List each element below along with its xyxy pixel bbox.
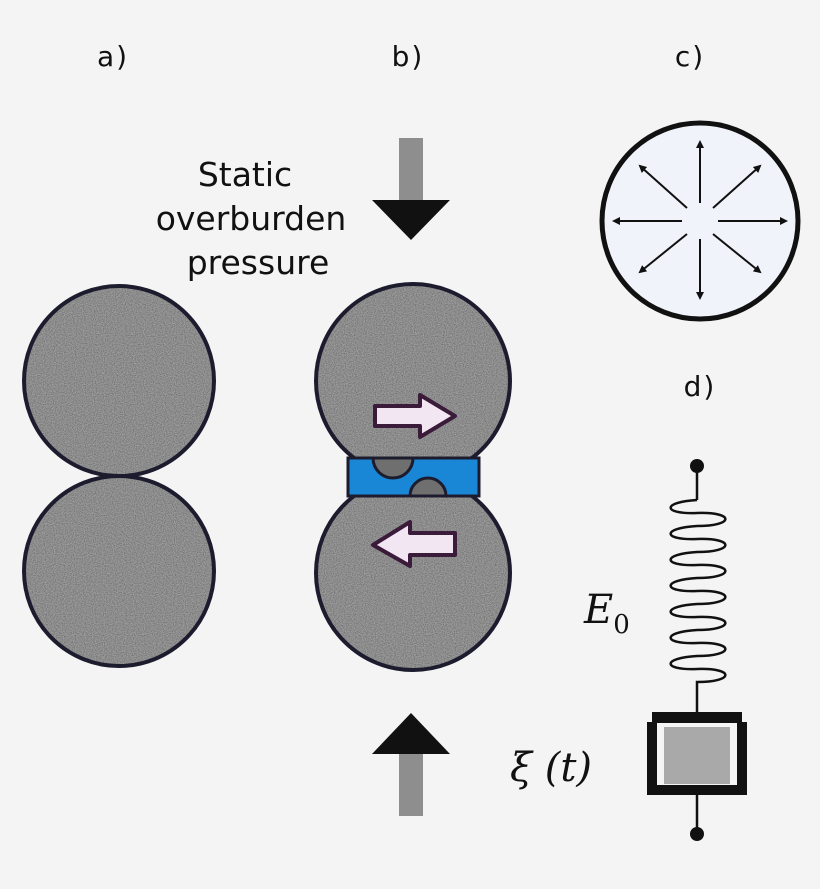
grain-upper-a (24, 286, 214, 476)
panel-label-d: d) (684, 370, 717, 403)
grain-lower-a (24, 476, 214, 666)
caption-line-1: Static (198, 155, 292, 194)
grain-lower-b (316, 476, 510, 670)
grain-upper-b (316, 284, 510, 478)
caption-line-2: overburden (156, 199, 347, 238)
shear-arrow-left-icon (371, 520, 457, 568)
load-arrow-up-icon (372, 713, 450, 816)
panel-label-a: a) (97, 40, 129, 73)
asperity-lower (408, 476, 448, 498)
panel-c-wave-source (599, 120, 801, 322)
panel-label-b: b) (392, 40, 425, 73)
caption-line-3: pressure (187, 243, 330, 282)
dashpot-cylinder (647, 722, 747, 795)
panel-label-c: c) (675, 40, 705, 73)
panel-a-grains (22, 284, 216, 668)
spring-label: E0 (583, 587, 630, 640)
bottom-terminal (690, 827, 704, 841)
spring-icon (669, 498, 727, 685)
shear-arrow-right-icon (373, 393, 457, 439)
radial-arrows-icon (612, 140, 788, 300)
spring-symbol: E (583, 587, 613, 633)
dashpot-lid (652, 712, 742, 723)
asperity-upper (371, 456, 415, 480)
pressure-caption: Static overburden pressure (156, 155, 347, 282)
spring-subscript: 0 (613, 610, 630, 640)
dashpot-piston (664, 727, 730, 784)
panel-b-grains (314, 282, 512, 672)
panel-d-rheology: E0 ξ (t) (510, 459, 747, 841)
load-arrow-down-icon (372, 138, 450, 240)
dashpot-label: ξ (t) (510, 745, 592, 791)
source-circle (599, 120, 801, 322)
